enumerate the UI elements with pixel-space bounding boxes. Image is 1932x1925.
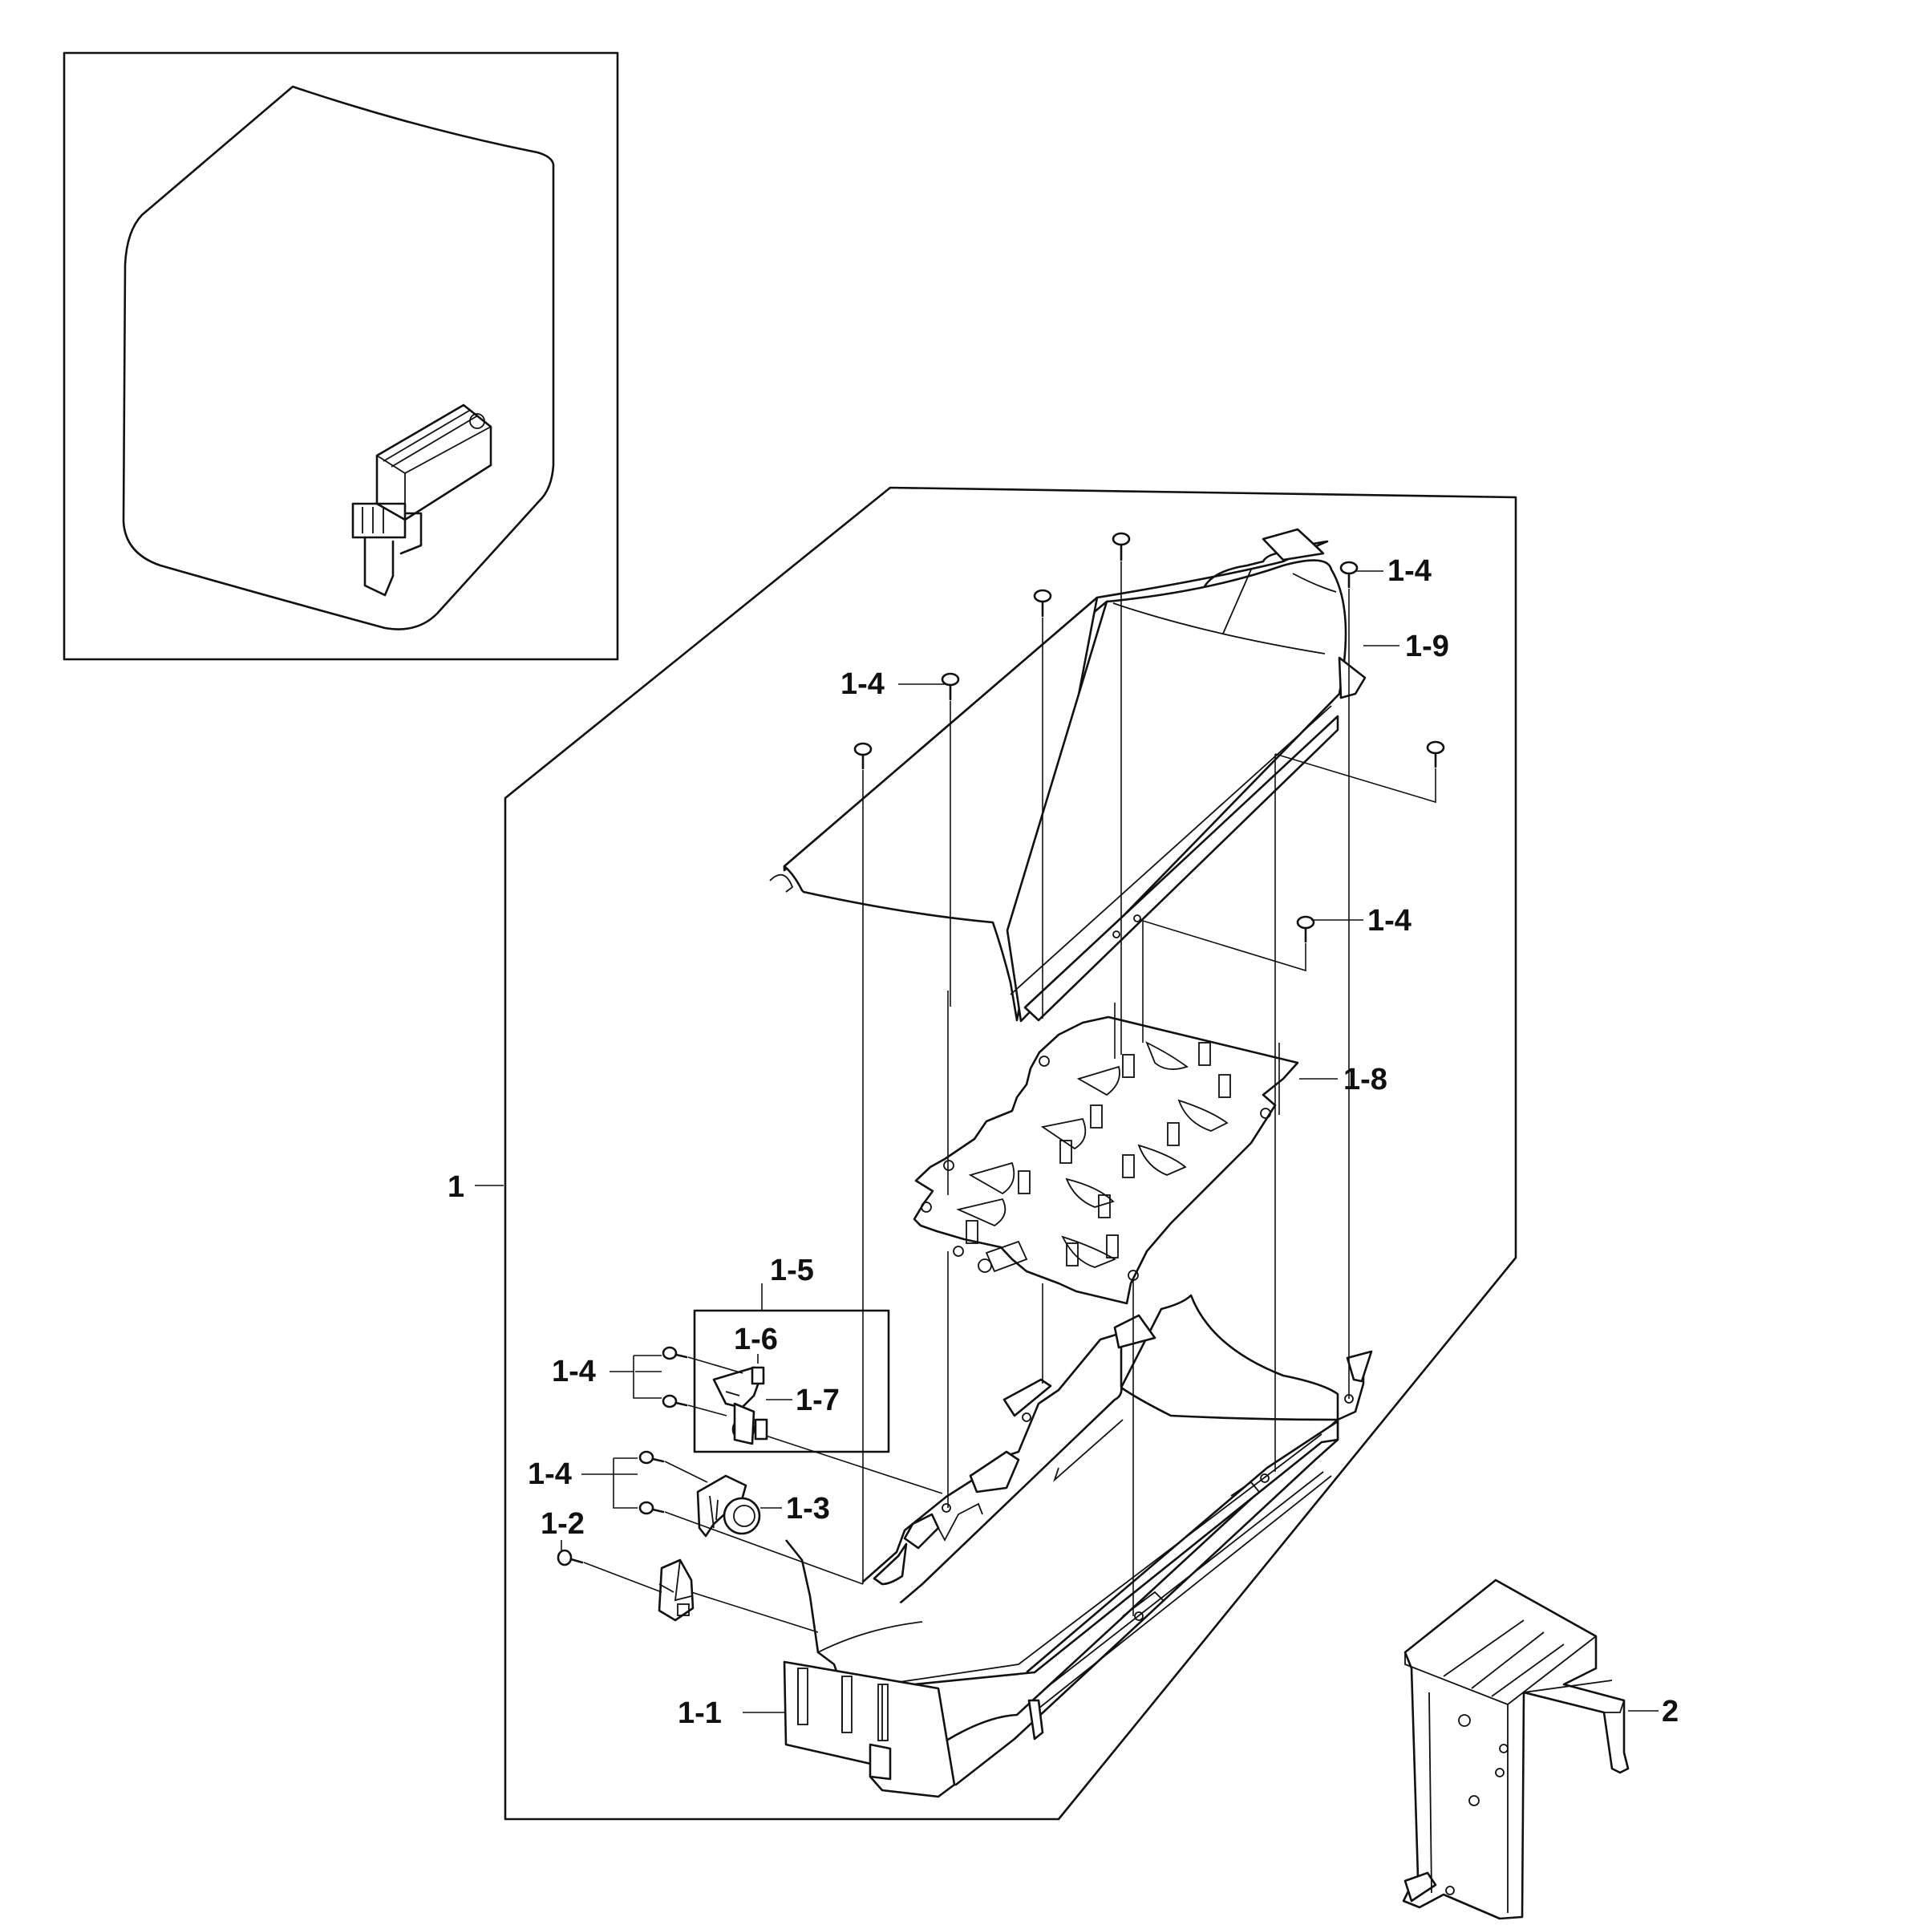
terminal-block-1-2 — [658, 1558, 695, 1622]
callout-1: 1 — [448, 1170, 464, 1204]
screw-icon — [638, 1450, 665, 1465]
callout-1-6: 1-6 — [734, 1323, 778, 1356]
assembly-boundary — [504, 486, 1517, 1821]
sensor-assembly-1-5 — [693, 1309, 890, 1453]
callout-leaders — [475, 570, 1659, 1713]
screw-icon — [1426, 740, 1445, 768]
callout-1-5: 1-5 — [770, 1254, 814, 1287]
screws-1-4 — [557, 532, 1445, 1566]
callout-1-4: 1-4 — [528, 1457, 572, 1491]
callout-1-2: 1-2 — [541, 1507, 585, 1541]
screw-icon — [1296, 915, 1315, 943]
callout-1-4: 1-4 — [1367, 904, 1412, 938]
callout-1-4: 1-4 — [1387, 554, 1432, 588]
thermostat-1-3 — [696, 1474, 761, 1538]
screw-icon — [1033, 589, 1052, 618]
callout-labels: 1-4 1-9 1-4 1-4 1-8 1 1-5 1-6 1-4 1-7 1-… — [448, 554, 1679, 1730]
callout-1-8: 1-8 — [1343, 1063, 1387, 1096]
screw-icon — [662, 1394, 688, 1408]
screw-icon — [853, 742, 873, 770]
callout-1-7: 1-7 — [796, 1384, 840, 1417]
screw-icon — [557, 1549, 584, 1566]
heater-element-1-8 — [913, 1015, 1299, 1305]
screw-icon — [662, 1346, 688, 1360]
callout-1-4: 1-4 — [840, 667, 885, 701]
screw-icon — [638, 1501, 665, 1515]
bracket-2 — [1402, 1578, 1630, 1920]
heater-cover-1-9 — [769, 528, 1367, 1023]
callout-1-1: 1-1 — [678, 1696, 722, 1730]
callout-2: 2 — [1662, 1695, 1679, 1728]
heater-location-icon — [351, 403, 492, 597]
heater-duct-1-1 — [783, 1294, 1373, 1798]
assembly-lines — [583, 561, 1436, 1633]
screw-icon — [941, 672, 960, 701]
location-inset — [63, 51, 619, 661]
screw-icon — [1339, 561, 1359, 589]
screw-icon — [1112, 532, 1131, 561]
callout-1-3: 1-3 — [786, 1492, 830, 1526]
callout-1-9: 1-9 — [1405, 630, 1449, 663]
callout-1-4: 1-4 — [552, 1355, 596, 1388]
